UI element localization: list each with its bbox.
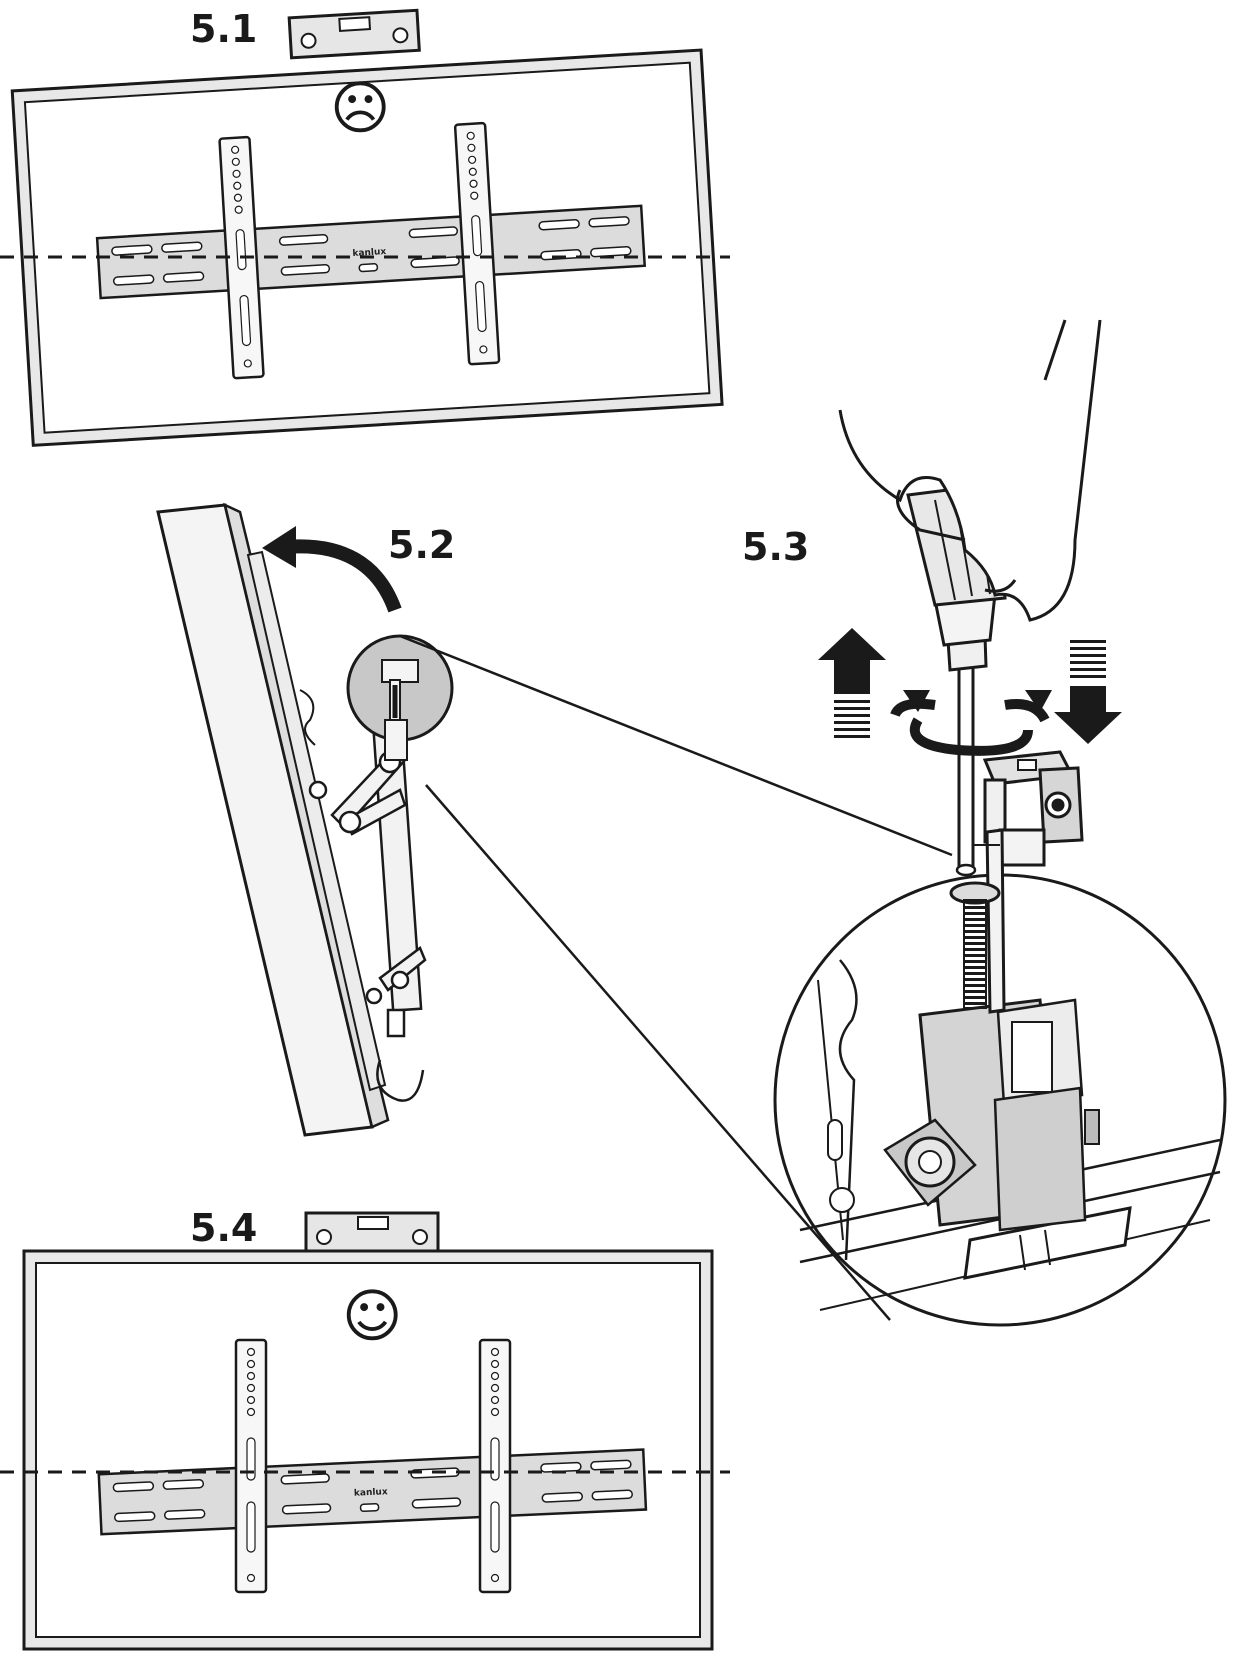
- tilt-adjust-bracket: [972, 750, 1084, 1014]
- arrow-up-icon: [818, 628, 886, 738]
- tv-frame-tilted: kanlux: [10, 48, 724, 447]
- spirit-level-icon: [304, 1211, 440, 1255]
- step-5-4: 5.4: [0, 1206, 730, 1651]
- step-label-5-3: 5.3: [742, 525, 809, 569]
- zoom-detail-circle: [773, 873, 1227, 1327]
- step-5-1: 5.1: [0, 7, 730, 447]
- step-5-3: 5.3: [742, 319, 1227, 1327]
- step-label-5-1: 5.1: [190, 7, 257, 51]
- sad-face-icon: ☹: [330, 74, 390, 142]
- happy-face-icon: ☺: [342, 1282, 402, 1350]
- step-label-5-4: 5.4: [190, 1206, 257, 1250]
- vertical-arm-right: [478, 1338, 512, 1594]
- zoom-line-bottom: [425, 784, 891, 1321]
- magnifier-icon: [346, 634, 454, 761]
- bracket-brand-text: kanlux: [352, 247, 386, 259]
- vertical-arm-right: [453, 121, 501, 366]
- step-5-2: 5.2: [156, 502, 953, 1321]
- adjusting-bolt: [949, 881, 1001, 1009]
- rotate-icon: [890, 690, 1052, 756]
- zoom-line-top: [399, 634, 953, 857]
- vertical-arm-left: [234, 1338, 268, 1594]
- hand-icon: [838, 319, 1102, 622]
- arrow-down-icon: [1054, 640, 1122, 744]
- spirit-level-icon: [287, 8, 421, 60]
- bracket-brand-text: kanlux: [354, 1487, 388, 1499]
- tv-side-profile: [156, 502, 390, 1137]
- step-label-5-2: 5.2: [388, 523, 455, 567]
- tilt-arrow-icon: [262, 526, 402, 613]
